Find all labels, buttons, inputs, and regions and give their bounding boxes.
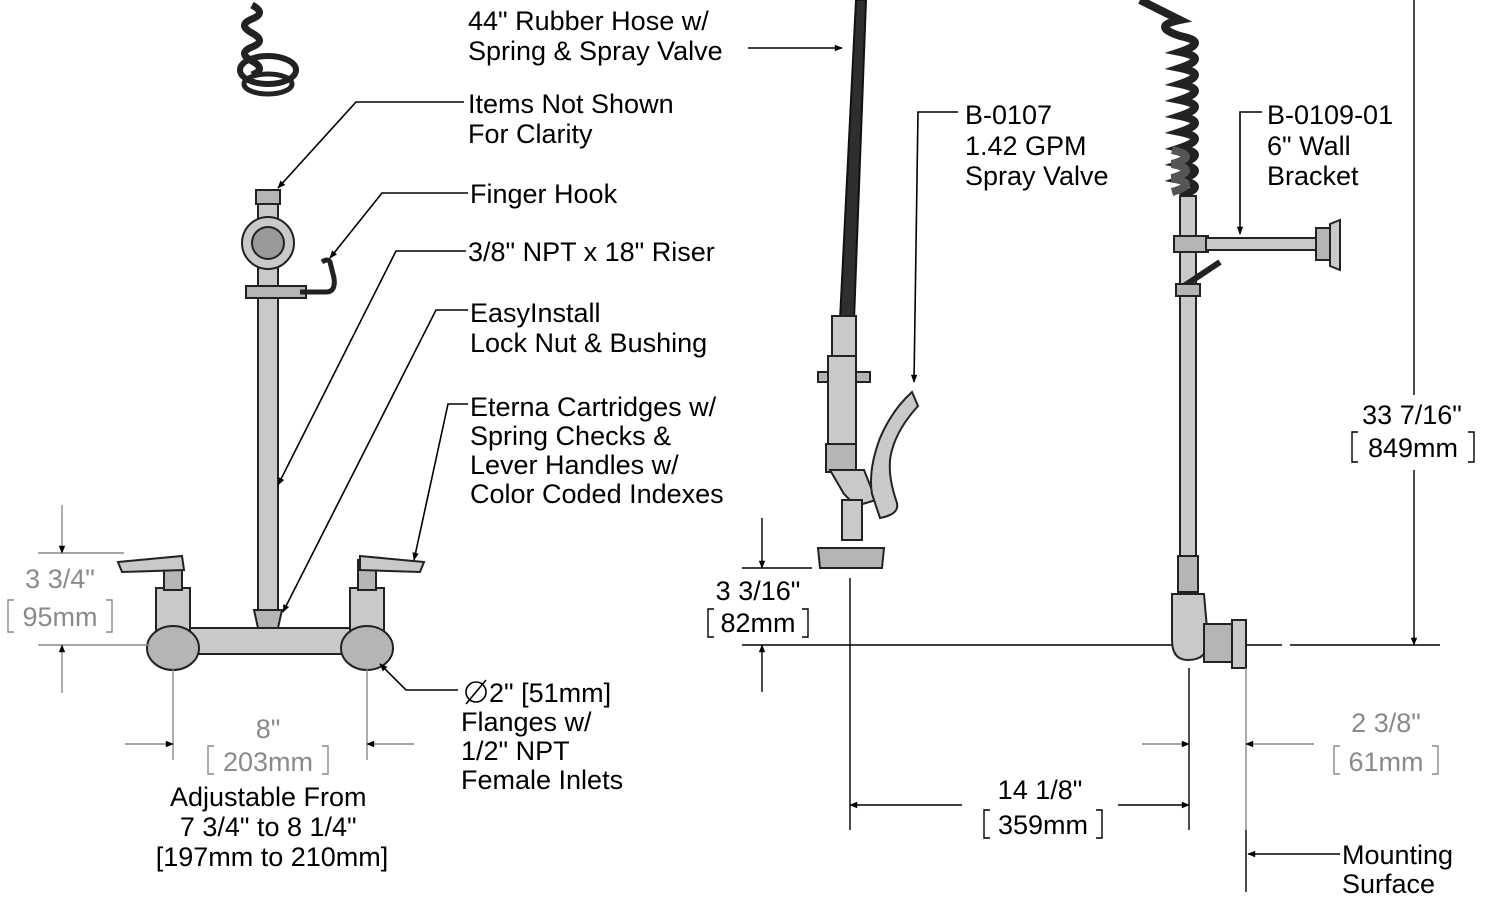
wall-bracket-callout: B-0109-01 6" Wall Bracket — [1267, 100, 1401, 191]
handle-height-metric: 95mm — [7, 599, 113, 633]
side-valve-cartridge — [1177, 555, 1199, 593]
spray-valve-callout: B-0107 1.42 GPM Spray Valve — [965, 100, 1109, 191]
items-not-shown-callout: Items Not Shown For Clarity — [468, 89, 681, 149]
adjustable-range-note: Adjustable From 7 3/4" to 8 1/4" [197mm … — [156, 782, 389, 872]
spray-valve-body — [827, 355, 857, 447]
svg-text:82mm: 82mm — [720, 608, 795, 638]
easyinstall-callout: EasyInstall Lock Nut & Bushing — [470, 298, 707, 358]
wall-offset-imperial: 2 3/8" — [1351, 708, 1421, 738]
spray-valve-leaders — [910, 111, 958, 383]
flanges-callout: 2" [51mm] Flanges w/ 1/2" NPT Female Inl… — [461, 678, 623, 795]
svg-text:359mm: 359mm — [998, 810, 1088, 840]
side-view-leaders — [1236, 111, 1262, 235]
finger-hook-callout: Finger Hook — [470, 179, 618, 209]
spray-height-imperial: 3 3/16" — [716, 576, 801, 606]
centers-imperial: 8" — [256, 714, 281, 744]
spray-height-dimension: 3 3/16" 82mm — [707, 518, 1440, 692]
right-flange — [340, 625, 394, 671]
side-flange — [1231, 619, 1247, 669]
hose-spring-illustration — [237, 1, 299, 97]
hose-fitting — [831, 315, 857, 357]
left-flange — [146, 625, 200, 671]
svg-text:849mm: 849mm — [1368, 433, 1458, 463]
side-flange-nut — [1203, 623, 1233, 663]
overall-height-imperial: 33 7/16" — [1362, 400, 1462, 430]
handle-height-imperial: 3 3/4" — [25, 564, 95, 594]
overall-height-dimension: 33 7/16" 849mm — [1351, 0, 1475, 646]
faucet-body — [169, 627, 371, 655]
faucet-side-view — [1138, 0, 1341, 669]
riser-callout: 3/8" NPT x 18" Riser — [468, 237, 715, 267]
spray-valve-view — [816, 0, 920, 569]
centers-metric: 203mm — [207, 745, 329, 777]
cartridges-callout: Eterna Cartridges w/ Spring Checks & Lev… — [470, 392, 724, 509]
front-view-callouts: 44" Rubber Hose w/ Spring & Spray Valve … — [461, 6, 724, 795]
svg-text:95mm: 95mm — [22, 602, 97, 632]
spray-height-metric: 82mm — [707, 608, 809, 638]
wall-bracket-arm — [1205, 237, 1319, 251]
side-valve-elbow — [1171, 593, 1210, 662]
diameter-symbol — [465, 679, 487, 705]
spray-valve-lever — [870, 390, 920, 520]
left-lever-handle — [116, 554, 186, 574]
riser-cap — [255, 189, 281, 205]
front-view-dimensions: 3 3/4" 95mm 8" 203mm Adjustable From 7 3… — [7, 505, 414, 872]
svg-text:61mm: 61mm — [1348, 747, 1423, 777]
front-view-leaders — [277, 44, 843, 691]
rubber-hose-callout: 44" Rubber Hose w/ Spring & Spray Valve — [468, 6, 723, 66]
spray-head — [816, 547, 886, 569]
rubber-hose — [838, 0, 868, 321]
reach-imperial: 14 1/8" — [998, 775, 1083, 805]
wall-offset-metric: 61mm — [1333, 745, 1439, 777]
reach-dimension: 14 1/8" 359mm — [849, 578, 1190, 840]
overall-height-metric: 849mm — [1351, 431, 1475, 463]
reach-metric: 359mm — [983, 809, 1103, 840]
side-spring-illustration — [1138, 0, 1199, 200]
right-lever-handle — [359, 554, 426, 574]
finger-hook-collar — [245, 285, 307, 299]
wall-offset-dimension: 2 3/8" 61mm — [1142, 668, 1439, 830]
faucet-front-view — [116, 1, 426, 671]
svg-text:Mounting Surface: Mounting Surface — [1342, 840, 1461, 897]
finger-hook — [300, 257, 337, 295]
mounting-surface-callout: Mounting Surface — [1245, 830, 1461, 897]
svg-text:203mm: 203mm — [223, 747, 313, 777]
bracket-clamp — [1173, 235, 1209, 253]
